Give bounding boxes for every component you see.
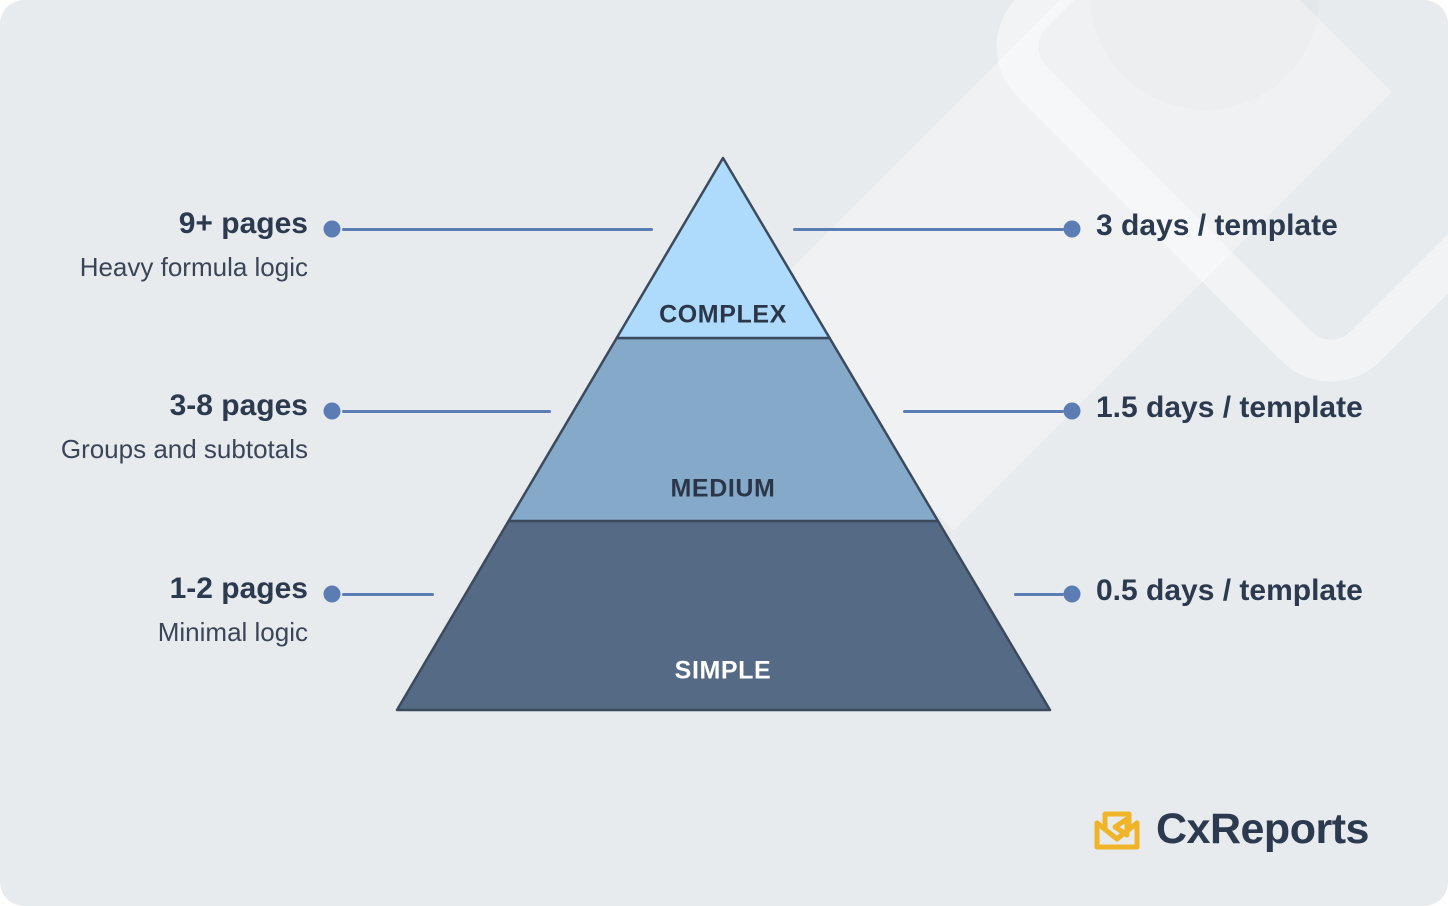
connector-dot-complex-left [323, 220, 341, 238]
envelope-play-icon [1094, 811, 1140, 849]
right-value-medium: 1.5 days / template [1096, 391, 1363, 426]
pyramid-tier-label-medium: MEDIUM [670, 474, 776, 503]
connector-line-medium-left [342, 409, 551, 413]
left-title-complex: 9+ pages [178, 207, 308, 240]
connector-dot-simple-left [323, 585, 341, 603]
connector-line-complex-left [342, 227, 653, 231]
left-subtitle-medium: Groups and subtotals [60, 433, 308, 464]
left-label-medium: 3-8 pages Groups and subtotals [61, 389, 308, 465]
right-value-text-simple: 0.5 days / template [1096, 574, 1363, 607]
left-subtitle-complex: Heavy formula logic [79, 251, 308, 282]
right-value-text-complex: 3 days / template [1096, 209, 1338, 242]
connector-dot-medium-right [1063, 402, 1081, 420]
right-value-complex: 3 days / template [1096, 209, 1338, 244]
brand-name: CxReports [1156, 805, 1369, 853]
left-label-simple: 1-2 pages Minimal logic [158, 572, 308, 648]
background-rounded-square-decoration [967, 0, 1448, 411]
right-value-simple: 0.5 days / template [1096, 574, 1363, 609]
connector-line-simple-right [1014, 592, 1064, 596]
brand-logo: CxReports [1094, 808, 1369, 851]
left-title-simple: 1-2 pages [169, 572, 308, 605]
connector-dot-medium-left [323, 402, 341, 420]
pyramid-tier-label-simple: SIMPLE [674, 656, 772, 685]
connector-dot-complex-right [1063, 220, 1081, 238]
connector-line-simple-left [342, 592, 434, 596]
right-value-text-medium: 1.5 days / template [1096, 391, 1363, 424]
pyramid-tier-label-complex: COMPLEX [659, 300, 787, 329]
left-title-medium: 3-8 pages [169, 389, 308, 422]
background-circle-decoration [1090, 0, 1320, 110]
connector-dot-simple-right [1063, 585, 1081, 603]
left-subtitle-simple: Minimal logic [157, 616, 308, 647]
connector-line-medium-right [903, 409, 1064, 413]
left-label-complex: 9+ pages Heavy formula logic [80, 207, 308, 283]
background-diagonal-decoration [741, 0, 1393, 531]
connector-line-complex-right [793, 227, 1064, 231]
